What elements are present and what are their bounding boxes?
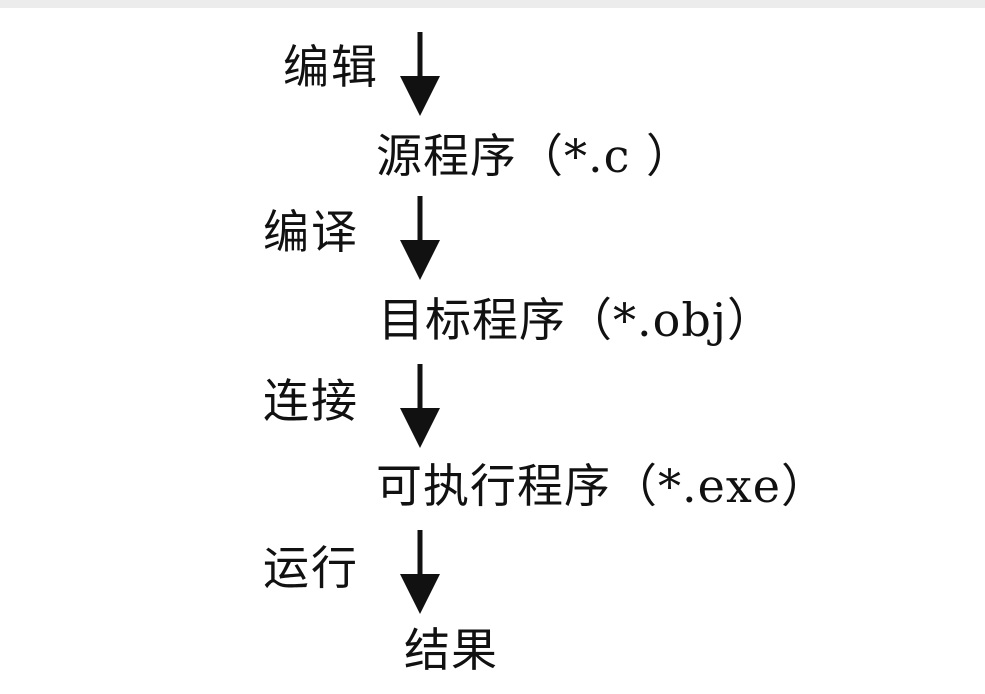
down-arrow-icon (398, 364, 442, 448)
node-source-program: 源程序（*.c ） (376, 129, 694, 183)
step-label-link: 连接 (263, 374, 359, 428)
step-label-compile: 编译 (263, 205, 359, 259)
down-arrow-icon (398, 196, 442, 280)
step-label-edit: 编辑 (283, 40, 379, 94)
top-border-strip (0, 0, 985, 8)
node-executable-program: 可执行程序（*.exe） (376, 459, 829, 513)
down-arrow-icon (398, 32, 442, 116)
node-result: 结果 (404, 623, 498, 677)
down-arrow-icon (398, 530, 442, 614)
step-label-run: 运行 (263, 541, 359, 595)
node-object-program: 目标程序（*.obj） (378, 293, 775, 347)
